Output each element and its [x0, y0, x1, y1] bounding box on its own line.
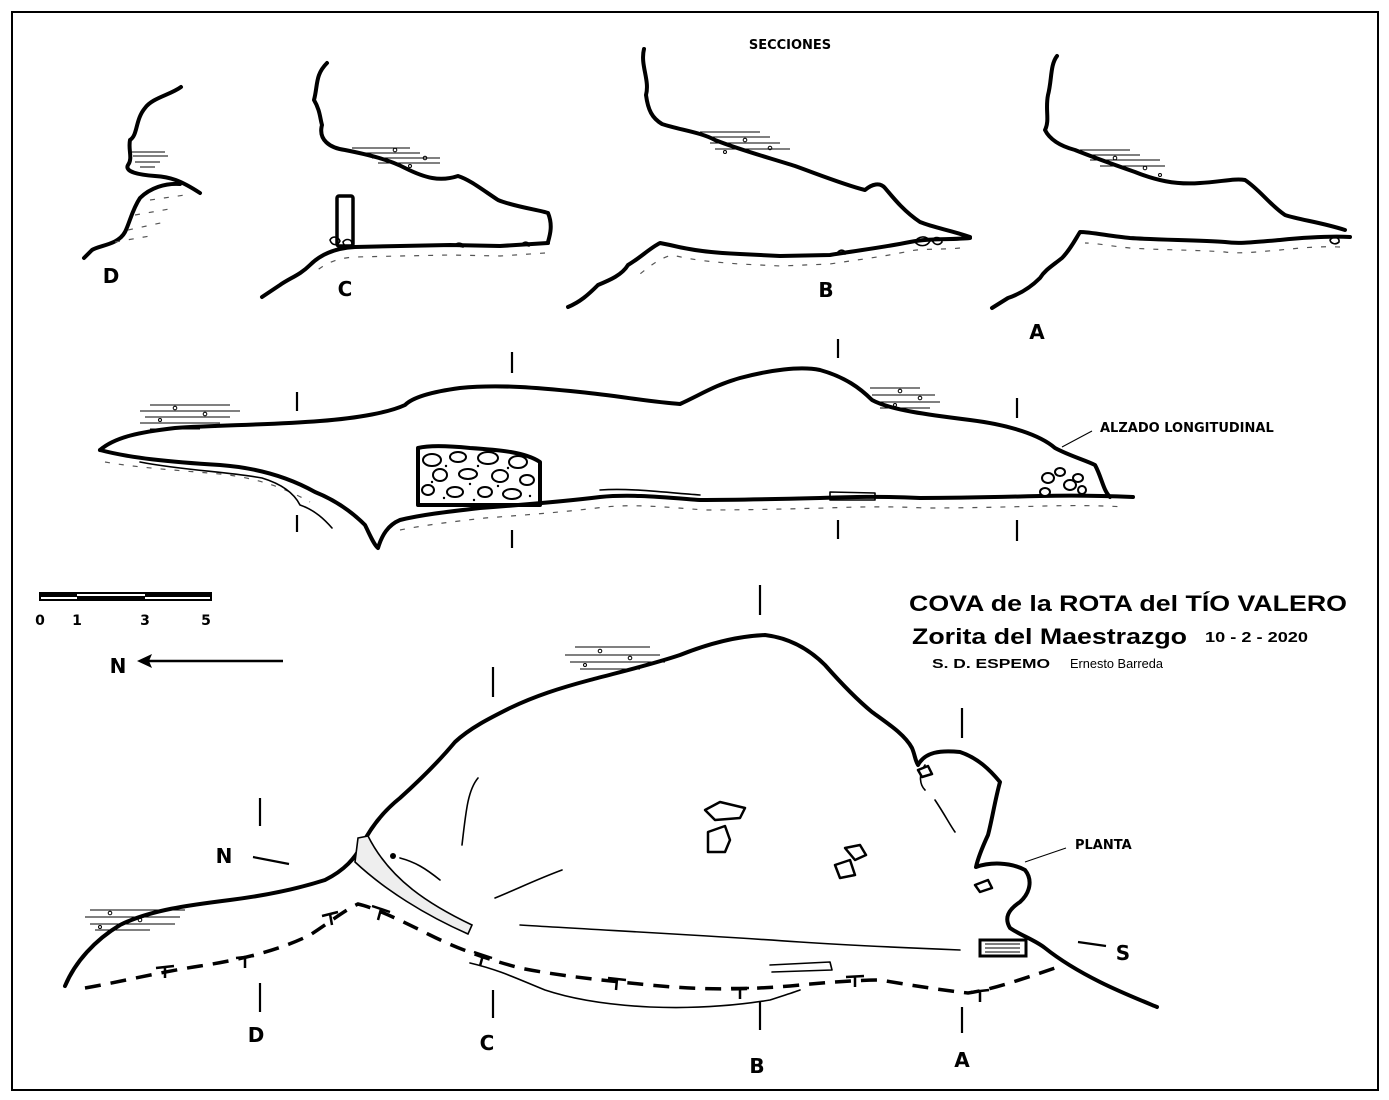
cave-name: COVA de la ROTA del TÍO VALERO [909, 591, 1347, 616]
section-a-rock-hatching [1080, 149, 1165, 167]
boulder-2 [706, 824, 732, 854]
section-d-rock-hatching [130, 151, 168, 168]
elevation-hatching-dots-right [893, 388, 923, 407]
section-b-floor-texture [639, 247, 961, 275]
plan-section-ticks [252, 585, 1107, 1033]
plan-outline-wall [63, 633, 1159, 1009]
surveyor-name: Ernesto Barreda [1070, 656, 1164, 671]
elevation-breakdown-block [416, 444, 542, 507]
section-d-sediment-texture [114, 194, 186, 243]
plan-leader-line [1024, 847, 1067, 863]
scale-tick-3: 3 [140, 613, 150, 629]
elevation-group: ALZADO LONGITUDINAL [98, 339, 1274, 550]
section-a-ceiling [1043, 54, 1347, 232]
plan-flowstone-strip [354, 835, 474, 936]
section-c-label: C [338, 277, 353, 301]
plan-hatching-dots-top [583, 648, 633, 667]
elevation-ceiling [98, 366, 1112, 499]
plan-entrance-block-fill [985, 943, 1020, 953]
section-b-floor [566, 236, 972, 309]
plan-inner-floor-edge [469, 962, 801, 1009]
plan-hatching-dots-left [98, 910, 143, 929]
plan-heading: PLANTA [1075, 838, 1132, 853]
section-c: C [260, 61, 553, 301]
boulder-3 [843, 843, 868, 862]
plan-dripline-tick-marks [155, 904, 990, 1002]
sections-heading: SECCIONES [749, 38, 831, 53]
plan-dripline [84, 902, 1056, 995]
elevation-rock-hatching-left [140, 404, 240, 430]
scale-bar-segment-3-5 [145, 593, 211, 597]
scale-bar: 0 1 3 5 [35, 592, 212, 629]
section-b-boulders [837, 236, 943, 255]
elevation-section-ticks [295, 339, 1019, 548]
breakdown-gravel-dots [430, 464, 532, 502]
elevation-rock-hatching-right [870, 387, 940, 409]
boulder-1 [703, 800, 747, 822]
plan-south-label: S [1116, 941, 1130, 965]
plan-rock-hatching-left [85, 909, 185, 931]
plan-section-mark-a: A [954, 1048, 970, 1072]
section-b: B [566, 47, 972, 309]
section-a-floor-texture [1084, 242, 1341, 254]
section-c-floor [260, 241, 550, 299]
section-c-rock-hatching [352, 147, 440, 164]
section-d-label: D [103, 264, 120, 288]
north-arrow: N [110, 654, 283, 678]
section-d: D [82, 85, 202, 288]
section-a-boulders [1329, 236, 1340, 245]
plan-tick-north [252, 855, 290, 866]
title-block: COVA de la ROTA del TÍO VALERO Zorita de… [909, 591, 1347, 671]
boulder-6 [973, 878, 994, 894]
survey-date: 10 - 2 - 2020 [1205, 629, 1308, 646]
breakdown-block-outline [416, 444, 542, 507]
boulder-4 [833, 858, 857, 880]
plan-north-label: N [216, 844, 233, 868]
section-a-label: A [1029, 320, 1045, 344]
section-c-ceiling [312, 61, 553, 244]
section-c-hatching-dots [392, 147, 428, 168]
sections-group: SECCIONES D C [82, 38, 1352, 344]
elevation-entrance-boulders [1039, 467, 1087, 497]
north-arrow-head-icon [137, 654, 152, 668]
section-b-hatching-dots [723, 137, 773, 154]
survey-group: S. D. ESPEMO [932, 656, 1050, 671]
plan-section-mark-b: B [749, 1054, 764, 1078]
plan-tick-south [1077, 940, 1107, 948]
scale-tick-1: 1 [72, 613, 82, 629]
scale-bar-segment-0-1 [40, 593, 77, 597]
section-c-boulders [329, 236, 530, 248]
plan-boulders [703, 764, 994, 894]
cave-location: Zorita del Maestrazgo [912, 624, 1187, 649]
section-d-upper-wall [125, 85, 202, 195]
scale-tick-0: 0 [35, 613, 45, 629]
elevation-floor-texture [104, 461, 1126, 531]
plan-section-mark-d: D [248, 1023, 265, 1047]
sheet-border [11, 11, 1379, 1091]
section-b-rock-hatching [700, 131, 790, 150]
plan-survey-station [390, 853, 396, 859]
boulder-5 [916, 764, 934, 779]
plan-rock-hatching-top [565, 646, 665, 670]
section-a-hatching-dots [1112, 155, 1162, 177]
north-arrow-label: N [110, 654, 127, 678]
plan-inner-cracks [399, 764, 961, 973]
elevation-hatching-dots-left [158, 405, 217, 428]
scale-tick-5: 5 [201, 613, 211, 629]
elevation-leader-line [1061, 430, 1093, 448]
plan-group: PLANTA N S D C B A [63, 585, 1159, 1078]
section-d-lower-wall [82, 181, 182, 260]
elevation-inner-profile [139, 461, 876, 529]
elevation-heading: ALZADO LONGITUDINAL [1100, 421, 1274, 436]
section-b-ceiling [641, 47, 972, 239]
plan-section-mark-c: C [480, 1031, 495, 1055]
section-a-floor [990, 230, 1352, 310]
scale-bar-segment-1-3 [77, 596, 145, 600]
section-a: A [990, 54, 1352, 344]
breakdown-boulders [421, 451, 535, 500]
section-b-label: B [818, 278, 833, 302]
